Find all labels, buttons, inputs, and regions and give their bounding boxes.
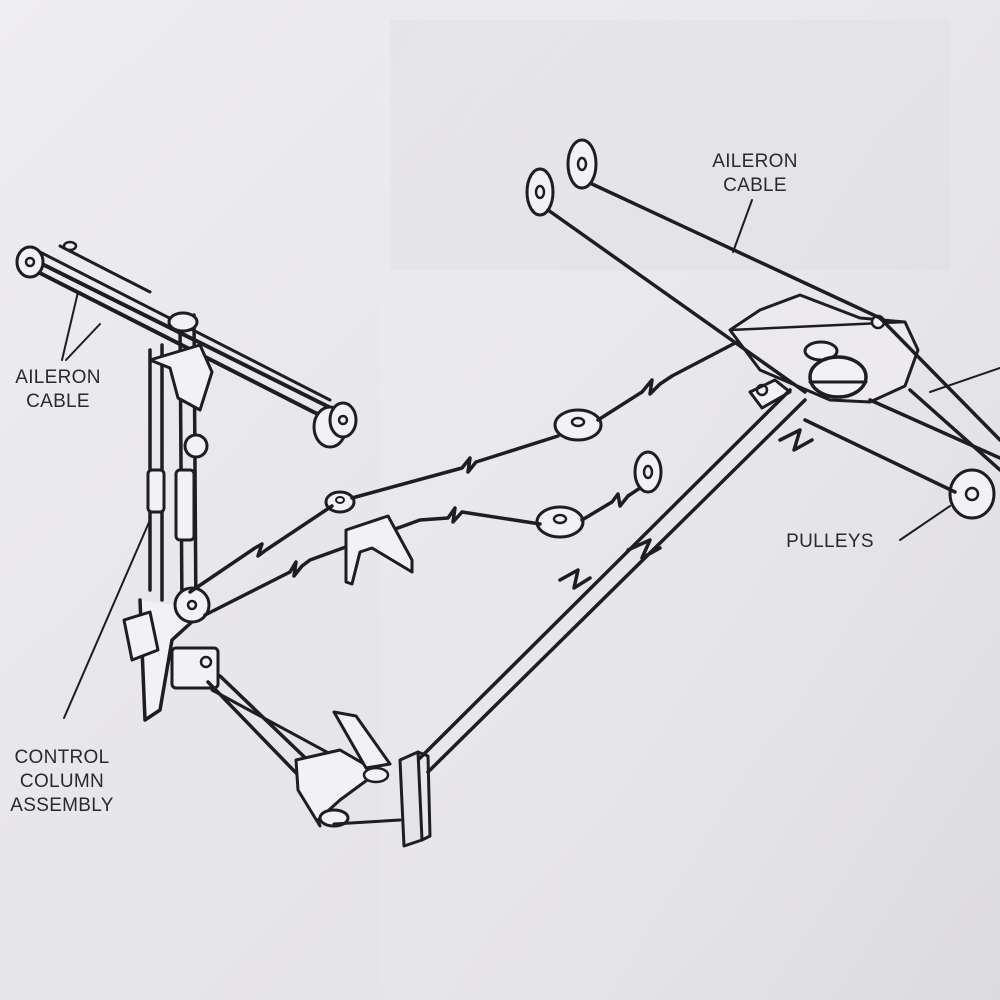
leader-aileron-left-2 (65, 323, 101, 361)
control-column (122, 311, 220, 722)
crossbar-end-pulley-left (15, 245, 45, 279)
aileron-quadrant (728, 293, 920, 410)
label-line: CABLE (723, 175, 787, 196)
label-line: AILERON (15, 367, 101, 388)
label-pulleys: PULLEYS (770, 530, 890, 554)
pulley-top-right (566, 138, 598, 190)
label-control-column-assembly: CONTROL COLUMN ASSEMBLY (0, 746, 124, 818)
column-pulley (173, 586, 211, 624)
label-line: PULLEYS (786, 531, 874, 552)
push-pull-tube (416, 388, 814, 774)
label-aileron-cable-left: AILERON CABLE (8, 366, 108, 414)
crossbar-end-pulley-right (312, 401, 358, 449)
leader-aileron-right (732, 199, 753, 253)
pulley-mid-lower (535, 505, 585, 539)
upper-cable-run (188, 328, 762, 594)
pulley-top-left (525, 167, 555, 217)
label-aileron-cable-right: AILERON CABLE (700, 150, 810, 198)
floor-bellcrank (206, 674, 432, 848)
mid-bracket (344, 514, 414, 586)
bleed-through-block (390, 20, 950, 270)
pulley-bottom-right (948, 468, 996, 520)
label-line: COLUMN (19, 771, 105, 792)
label-line: CONTROL (14, 747, 110, 768)
leader-lines (61, 199, 1000, 719)
leader-control-column (63, 519, 151, 719)
pulley-mid-right (633, 450, 663, 494)
label-line: CABLE (26, 391, 90, 412)
leader-pulleys (899, 505, 951, 541)
label-line: AILERON (712, 151, 798, 172)
leader-edge-right (929, 367, 1000, 393)
aileron-cables-wing (546, 182, 1000, 494)
pulley-mid-upper (553, 408, 603, 442)
page-shading (380, 0, 1000, 1000)
label-line: ASSEMBLY (10, 795, 114, 816)
leader-aileron-left-1 (61, 291, 79, 361)
